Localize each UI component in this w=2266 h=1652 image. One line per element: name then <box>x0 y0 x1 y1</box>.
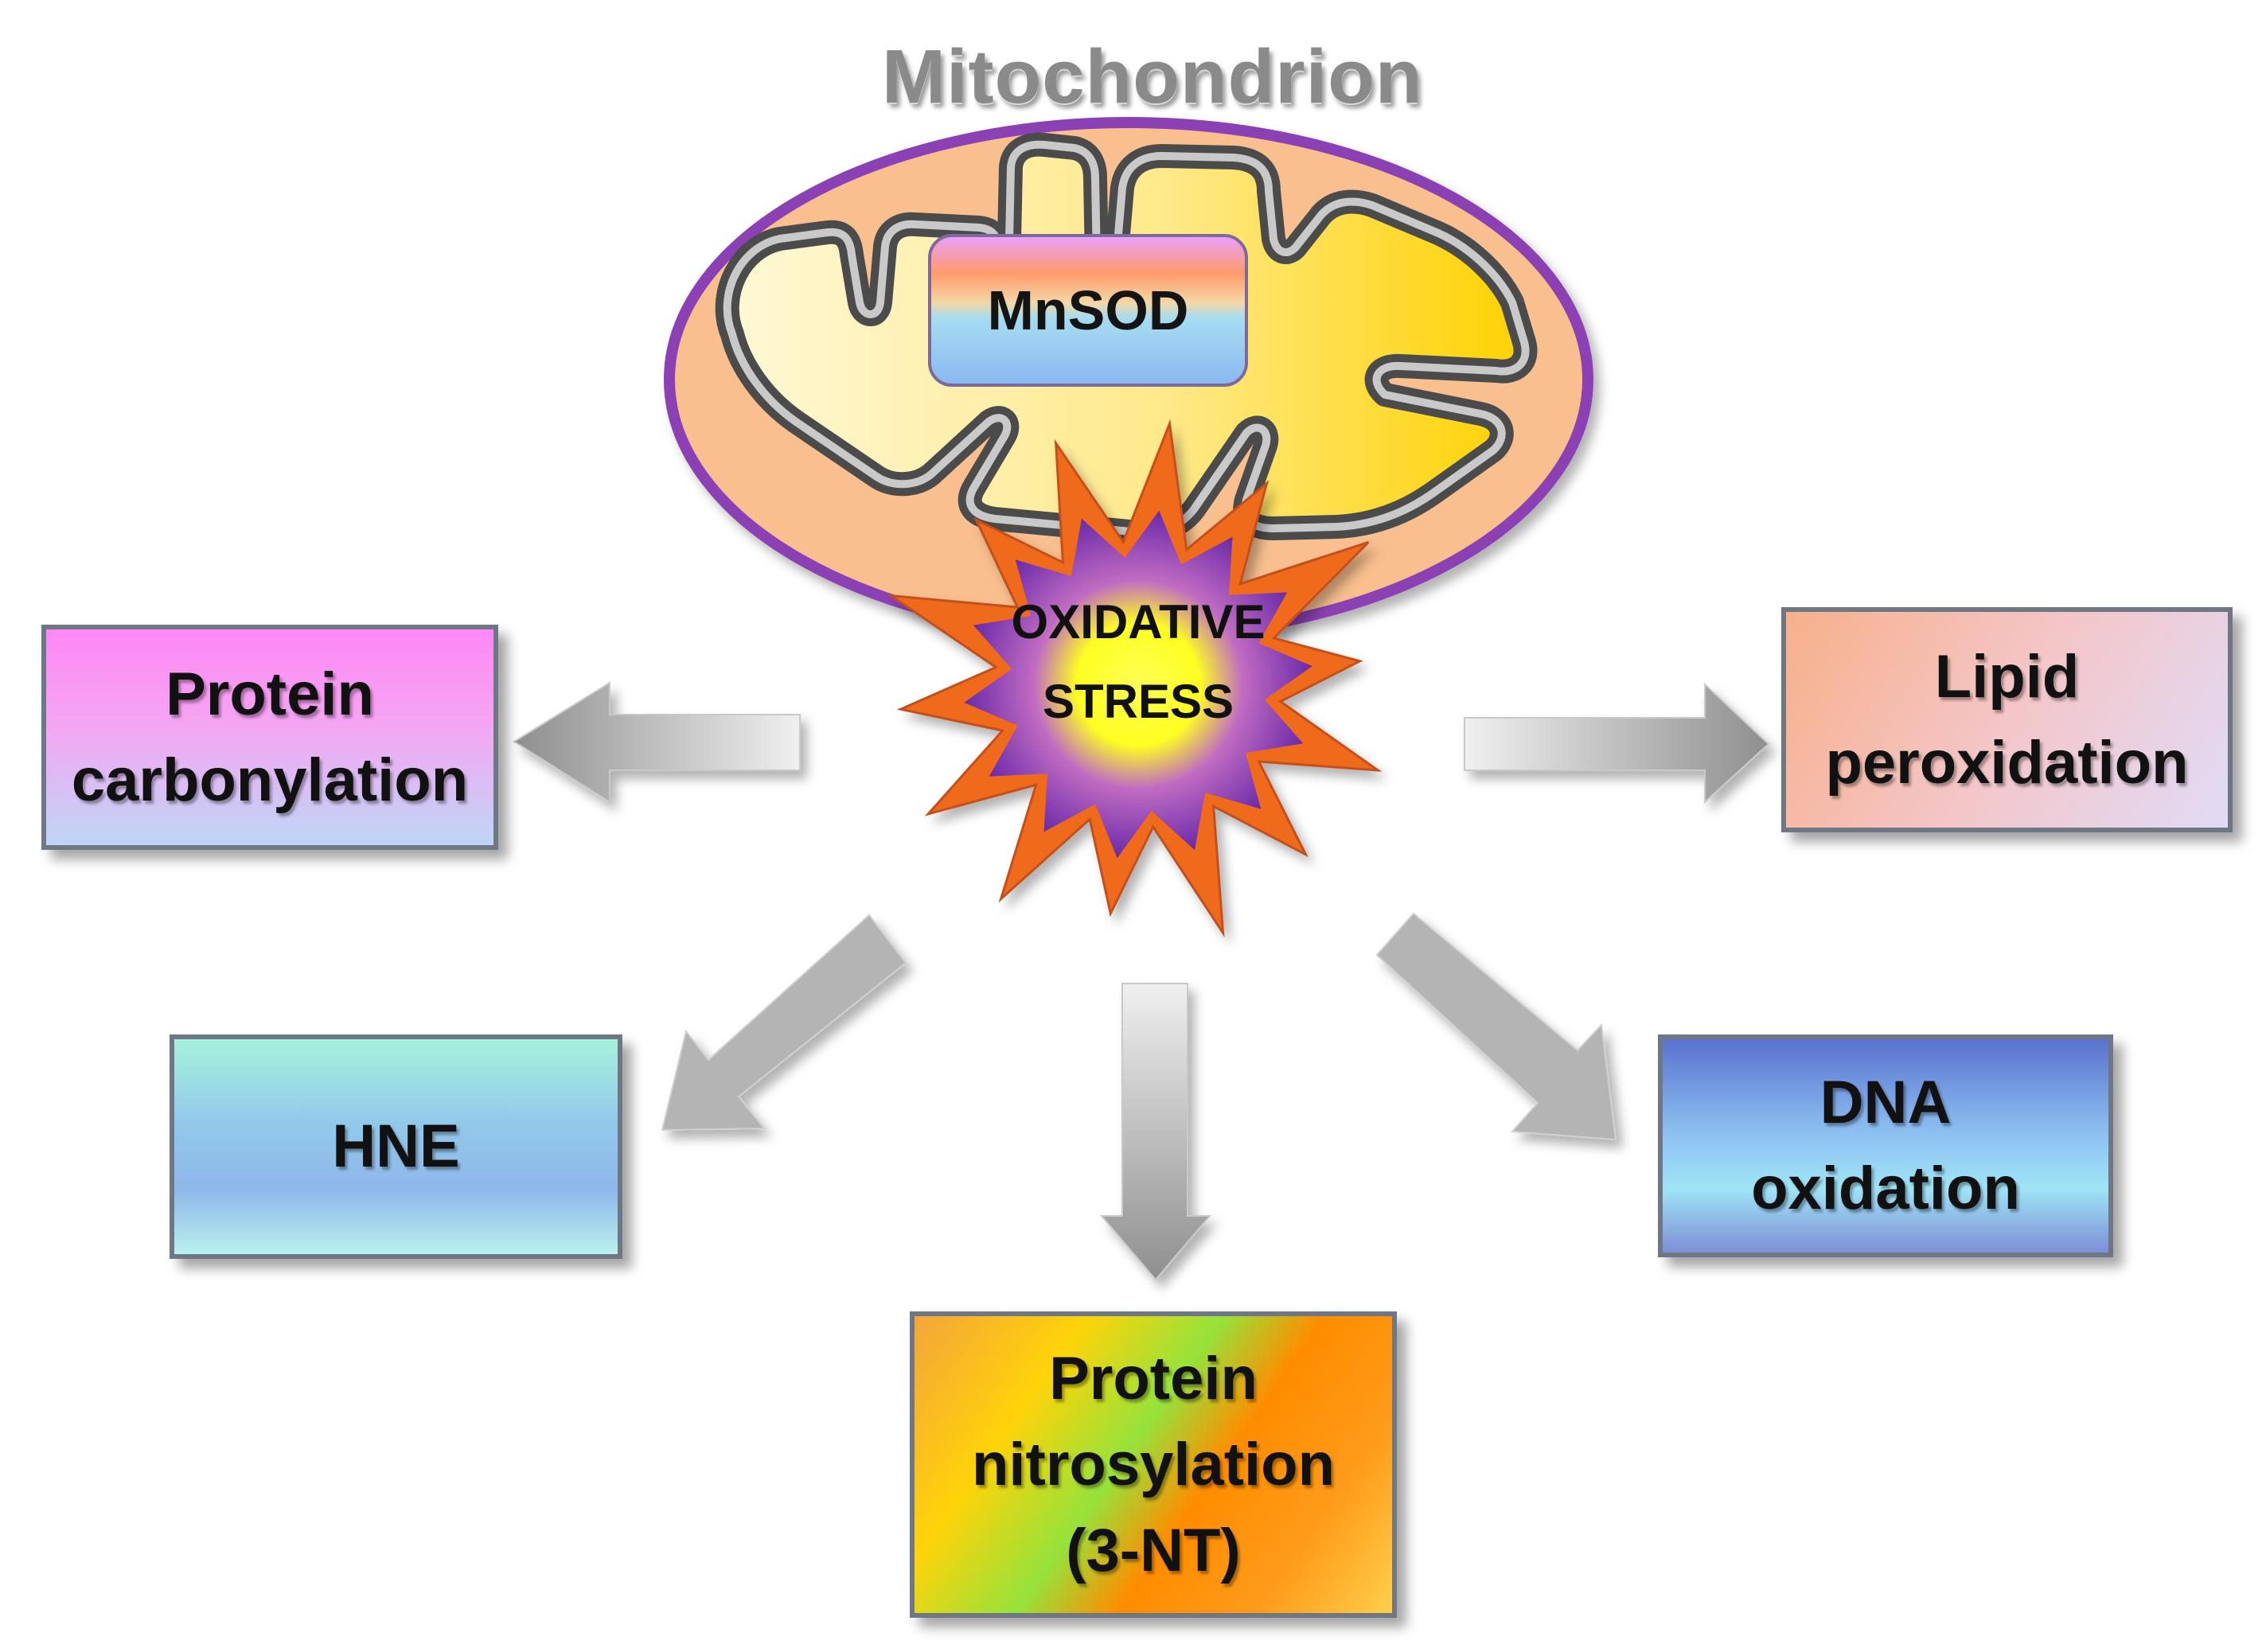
protein-carbonylation-box: Protein carbonylation <box>41 625 498 850</box>
protein-carbonylation-line1: Protein <box>166 660 374 728</box>
arrow-to-hne <box>661 914 907 1132</box>
dna-oxidation-box: DNA oxidation <box>1658 1034 2113 1257</box>
arrow-to-dna-oxidation <box>1375 912 1617 1141</box>
oxidative-stress-line1: OXIDATIVE <box>1011 595 1266 649</box>
starburst-core <box>964 510 1312 859</box>
dna-oxidation-line2: oxidation <box>1751 1155 2020 1222</box>
hne-box: HNE <box>170 1034 622 1259</box>
dna-oxidation-line1: DNA <box>1819 1069 1952 1136</box>
protein-nitrosylation-box: Protein nitrosylation (3-NT) <box>910 1311 1397 1618</box>
hne-label: HNE <box>332 1112 460 1180</box>
arrow-to-protein-nitrosylation <box>1099 983 1212 1281</box>
protein-nitrosylation-line2: nitrosylation <box>971 1430 1336 1498</box>
mnsod-label: MnSOD <box>987 279 1189 341</box>
protein-nitrosylation-line1: Protein <box>1049 1344 1258 1412</box>
oxidative-stress-starburst <box>886 419 1383 937</box>
protein-carbonylation-line2: carbonylation <box>71 746 469 814</box>
lipid-peroxidation-box: Lipid peroxidation <box>1781 607 2233 832</box>
lipid-peroxidation-line1: Lipid <box>1934 642 2080 711</box>
arrow-to-lipid-peroxidation <box>1464 682 1770 805</box>
mnsod-box <box>928 234 1248 387</box>
mitochondrion-label: Mitochondrion <box>882 34 1423 119</box>
oxidative-stress-label: OXIDATIVE STRESS <box>955 582 1321 742</box>
lipid-peroxidation-line2: peroxidation <box>1825 728 2189 797</box>
protein-nitrosylation-line3: (3-NT) <box>1066 1516 1241 1584</box>
oxidative-stress-line2: STRESS <box>1042 675 1234 728</box>
arrow-to-protein-carbonylation <box>513 681 801 804</box>
